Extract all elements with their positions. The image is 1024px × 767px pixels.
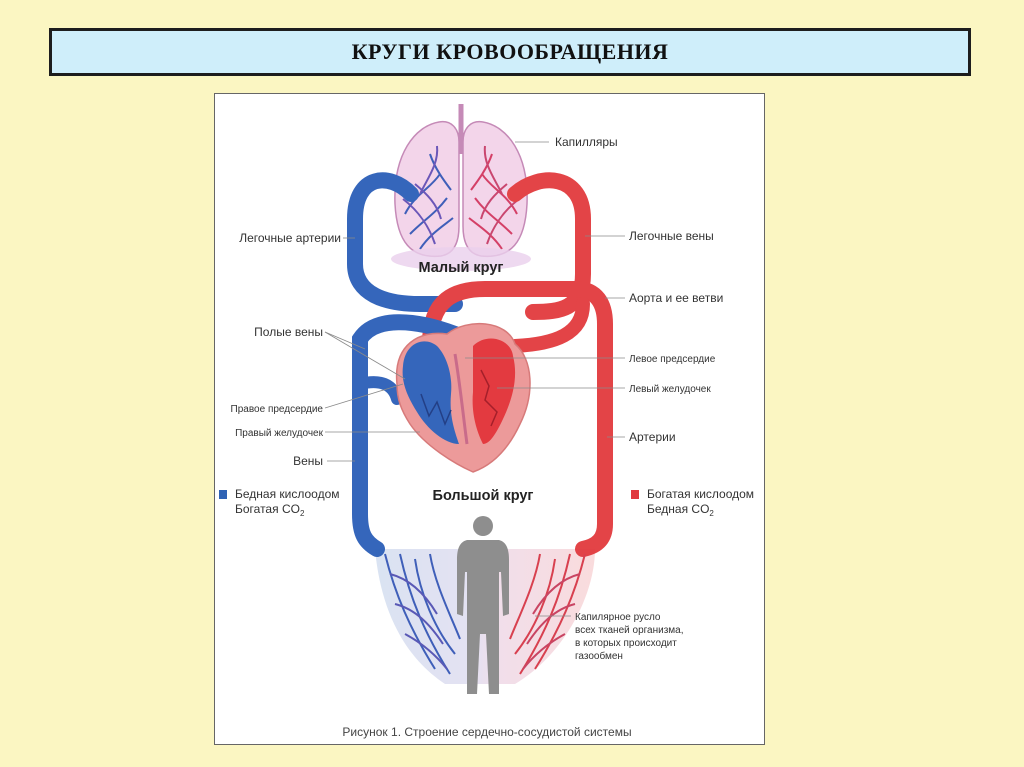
label-vena-cava: Полые вены bbox=[254, 325, 323, 339]
label-left-ventricle: Левый желудочек bbox=[629, 384, 711, 395]
legend-rich-line1: Богатая кислоодом bbox=[647, 487, 754, 501]
capillary-bed-line-3: в которых происходит bbox=[575, 638, 677, 649]
legend-swatch-red bbox=[631, 490, 639, 499]
label-arteries: Артерии bbox=[629, 430, 676, 444]
lungs bbox=[394, 104, 528, 258]
capillary-bed-line-1: Капилярное русло bbox=[575, 612, 661, 623]
heart bbox=[395, 322, 531, 473]
label-pulmonary-veins: Легочные вены bbox=[629, 229, 714, 243]
label-right-atrium: Правое предсердие bbox=[231, 404, 324, 415]
label-veins: Вены bbox=[293, 454, 323, 468]
legend-poor-oxygen: Бедная кислоодом Богатая CO2 bbox=[219, 487, 340, 518]
label-capillaries: Капилляры bbox=[555, 135, 618, 149]
label-aorta: Аорта и ее ветви bbox=[629, 291, 723, 305]
systemic-circuit bbox=[352, 281, 613, 557]
slide-title: КРУГИ КРОВООБРАЩЕНИЯ bbox=[351, 39, 669, 64]
legend-swatch-blue bbox=[219, 490, 227, 499]
label-right-ventricle: Правый желудочек bbox=[235, 428, 324, 439]
label-left-atrium: Левое предсердие bbox=[629, 354, 716, 365]
capillary-bed-note: Капилярное русло всех тканей организма, … bbox=[575, 612, 684, 662]
label-pulmonary-arteries: Легочные артерии bbox=[239, 231, 341, 245]
label-big-circle: Большой круг bbox=[433, 488, 534, 504]
circulation-diagram: Капилляры Легочные артерии Легочные вены… bbox=[214, 93, 765, 745]
capillary-bed-line-2: всех тканей организма, bbox=[575, 625, 684, 636]
pulmonary-circuit bbox=[347, 172, 591, 320]
legend-rich-oxygen: Богатая кислоодом Бедная CO2 bbox=[631, 487, 754, 518]
legend-rich-line2: Бедная CO2 bbox=[647, 502, 714, 518]
human-silhouette bbox=[457, 516, 509, 694]
legend-poor-line2: Богатая CO2 bbox=[235, 502, 305, 518]
legend-poor-line1: Бедная кислоодом bbox=[235, 487, 340, 501]
title-bar: КРУГИ КРОВООБРАЩЕНИЯ bbox=[49, 28, 971, 76]
diagram-canvas: Капилляры Легочные артерии Легочные вены… bbox=[219, 104, 754, 739]
leader-lines bbox=[324, 141, 625, 617]
label-small-circle: Малый круг bbox=[419, 260, 504, 276]
figure-caption: Рисунок 1. Строение сердечно-сосудистой … bbox=[342, 725, 631, 739]
capillary-bed-line-4: газообмен bbox=[575, 650, 623, 662]
